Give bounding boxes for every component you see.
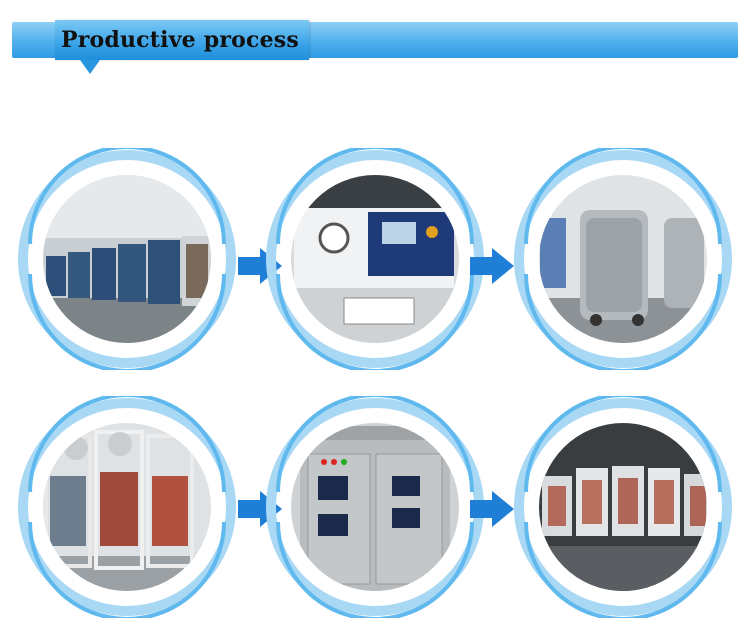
tank-wrapping-photo-icon: [539, 175, 707, 343]
finished-units-photo-icon: [539, 423, 707, 591]
step-1-production-line: [18, 148, 236, 370]
step-6-finished-units: [514, 396, 732, 618]
header-pointer: [80, 60, 100, 74]
production-line-photo-icon: [43, 175, 211, 343]
step-4-unit-frames: [18, 396, 236, 618]
electrical-cabinet-photo-icon: [291, 423, 459, 591]
arrow-right-icon: [470, 248, 514, 284]
header-label: Productive process: [55, 20, 309, 60]
step-3-tank-wrapping: [514, 148, 732, 370]
step-2-control-panel: [266, 148, 484, 370]
unit-frames-photo-icon: [43, 423, 211, 591]
page-title: Productive process: [61, 27, 299, 53]
step-5-electrical-cabinet: [266, 396, 484, 618]
arrow-right-icon: [470, 491, 514, 527]
control-panel-photo-icon: [291, 175, 459, 343]
